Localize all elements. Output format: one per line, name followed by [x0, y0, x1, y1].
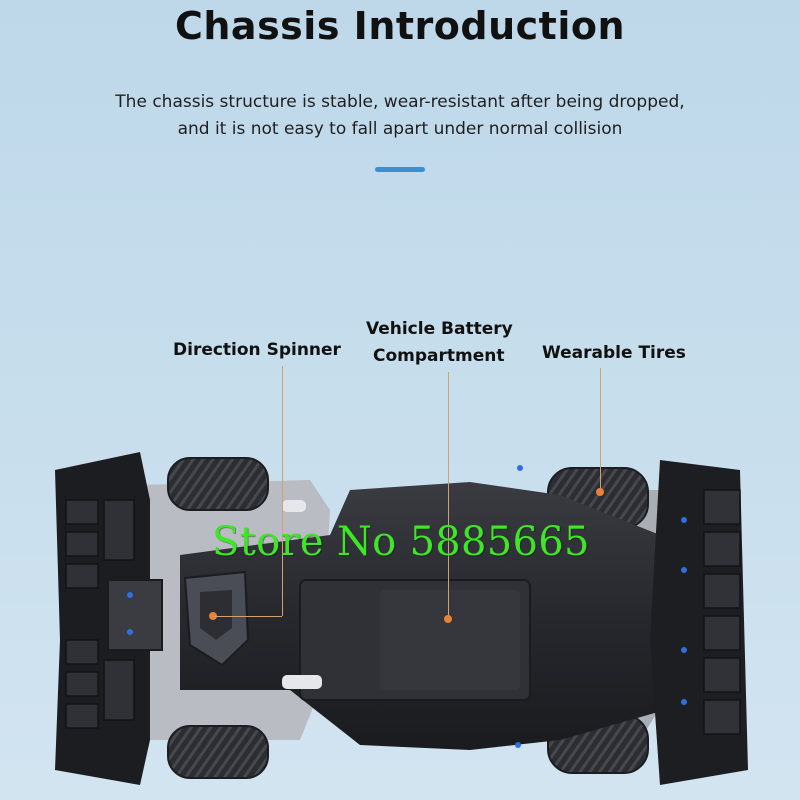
store-watermark: Store No 5885665	[212, 519, 590, 565]
page-title: Chassis Introduction	[174, 4, 626, 48]
subtitle-line-1: The chassis structure is stable, wear-re…	[115, 92, 685, 112]
dot-battery	[444, 615, 452, 623]
tire-rear-left	[167, 725, 269, 779]
leader-direction-spinner-bend	[213, 616, 282, 617]
car-chassis-image	[55, 452, 748, 785]
callout-battery-line-1: Vehicle Battery	[366, 319, 513, 339]
callout-wearable-tires: Wearable Tires	[542, 343, 686, 363]
accent-divider	[375, 167, 425, 172]
leader-direction-spinner	[282, 366, 283, 616]
dot-wearable-tires	[596, 488, 604, 496]
leader-wearable-tires	[600, 368, 601, 492]
callout-battery-line-2: Compartment	[373, 346, 505, 366]
callout-direction-spinner: Direction Spinner	[173, 340, 341, 360]
tire-front-left	[167, 457, 269, 511]
subtitle-line-2: and it is not easy to fall apart under n…	[177, 119, 623, 139]
leader-battery	[448, 372, 449, 618]
